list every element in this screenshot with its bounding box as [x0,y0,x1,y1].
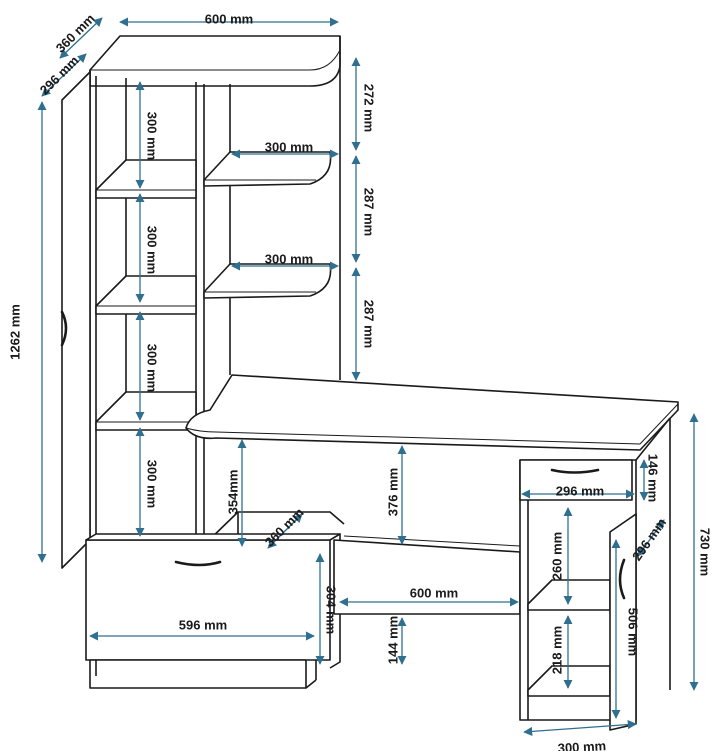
desk-top [185,374,679,451]
rear-panel [333,539,521,615]
dimension-line-pedestal-width [523,720,637,736]
tower-door-handle [60,310,68,347]
tower-top-panel [89,35,341,87]
dimension-label-knee-height: 376 mm [385,468,400,516]
dimension-label-side-shelf-gap-2: 287 mm [362,300,377,348]
small-drawer-handle [550,468,600,474]
dimension-line-tower-inner-depth [41,53,87,97]
dimension-label-top-shelf-gap: 272 mm [362,84,377,132]
dimension-label-desk-height: 730 mm [698,528,713,576]
dimension-label-cell-height-4: 300 mm [145,460,160,508]
dimension-label-drawer-width: 596 mm [179,617,227,632]
dimension-label-small-drawer-height: 146 mm [646,454,661,502]
dimension-label-tower-depth: 360 mm [53,11,98,56]
dimension-label-side-shelf-1-width: 300 mm [265,139,313,154]
dimension-line-pedestal-depth [637,519,665,557]
dimension-label-pedestal-width: 300 mm [557,738,606,751]
side-shelf-top [203,151,332,187]
dimension-label-cell-height-1: 300 mm [145,112,160,160]
dimension-line-niche-depth [267,513,303,549]
dimension-label-knee-width: 600 mm [410,585,458,600]
dimension-label-tower-width: 600 mm [205,11,253,26]
dimension-label-cell-height-3: 300 mm [145,344,160,392]
dimension-label-pedestal-cell-2: 218 mm [549,626,564,674]
dimension-label-cell-height-2: 300 mm [145,226,160,274]
dimension-label-pedestal-cell-1: 260 mm [549,532,564,580]
dimension-label-total-height: 1262 mm [7,304,22,360]
side-shelf-middle [203,263,332,299]
large-drawer [85,539,331,661]
dimension-label-drawer-height: 304 mm [324,586,339,634]
dimension-label-under-desk-height: 354mm [225,470,240,515]
dimension-label-side-shelf-gap-1: 287 mm [362,188,377,236]
large-drawer-handle [174,560,222,567]
dimension-label-small-drawer-width: 296 mm [556,483,604,498]
dimension-label-side-shelf-2-width: 300 mm [265,251,313,266]
dimension-label-bottom-gap: 144 mm [385,616,400,664]
dimension-line-tower-depth [59,17,103,59]
dimension-label-pedestal-door: 506 mm [626,608,641,656]
